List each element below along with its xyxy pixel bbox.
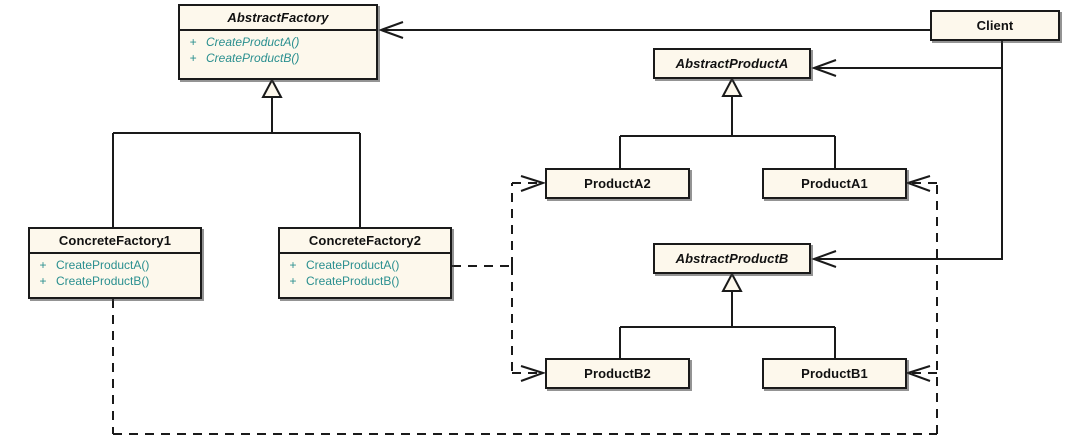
class-member: + CreateProductB() xyxy=(180,50,376,66)
class-member: + CreateProductA() xyxy=(280,257,450,273)
dependency-concretefactory2-products xyxy=(452,182,541,374)
association-client-abstractfactory xyxy=(378,21,930,39)
member-signature: CreateProductB() xyxy=(206,51,300,65)
member-signature: CreateProductA() xyxy=(206,35,300,49)
class-box-product-b1[interactable]: ProductB1 xyxy=(762,358,907,389)
member-visibility: + xyxy=(189,35,197,49)
class-box-concrete-factory-2[interactable]: ConcreteFactory2 + CreateProductA() + Cr… xyxy=(278,227,452,299)
class-box-product-a1[interactable]: ProductA1 xyxy=(762,168,907,199)
member-visibility: + xyxy=(289,258,297,272)
dependency-arrowheads-concretefactory1 xyxy=(904,175,931,382)
class-title-abstract-product-b: AbstractProductB xyxy=(675,251,789,266)
class-title-client: Client xyxy=(976,18,1014,33)
association-client-abstractproducta xyxy=(811,41,1003,77)
class-box-abstract-product-a[interactable]: AbstractProductA xyxy=(653,48,811,79)
generalization-productb-abstractproductb xyxy=(619,271,836,358)
class-members-abstract-factory: + CreateProductA() + CreateProductB() xyxy=(180,31,376,70)
member-signature: CreateProductA() xyxy=(56,258,150,272)
class-member: + CreateProductA() xyxy=(180,34,376,50)
class-box-concrete-factory-1[interactable]: ConcreteFactory1 + CreateProductA() + Cr… xyxy=(28,227,202,299)
association-client-abstractproductb xyxy=(811,41,1003,268)
class-title-product-a1: ProductA1 xyxy=(801,176,868,191)
class-title-concrete-factory-1: ConcreteFactory1 xyxy=(58,233,172,248)
member-signature: CreateProductB() xyxy=(56,274,150,288)
member-visibility: + xyxy=(189,51,197,65)
class-members-concrete-factory-2: + CreateProductA() + CreateProductB() xyxy=(280,254,450,293)
member-signature: CreateProductA() xyxy=(306,258,400,272)
class-divider xyxy=(180,29,376,31)
class-title-abstract-factory: AbstractFactory xyxy=(227,10,329,25)
class-members-concrete-factory-1: + CreateProductA() + CreateProductB() xyxy=(30,254,200,293)
class-title-abstract-product-a: AbstractProductA xyxy=(675,56,789,71)
class-title-concrete-factory-2: ConcreteFactory2 xyxy=(308,233,422,248)
member-visibility: + xyxy=(39,258,47,272)
member-visibility: + xyxy=(39,274,47,288)
dependency-concretefactory1-products xyxy=(112,182,938,435)
class-divider xyxy=(30,252,200,254)
class-box-product-a2[interactable]: ProductA2 xyxy=(545,168,690,199)
class-divider xyxy=(280,252,450,254)
class-member: + CreateProductB() xyxy=(280,273,450,289)
class-member: + CreateProductB() xyxy=(30,273,200,289)
class-box-abstract-factory[interactable]: AbstractFactory + CreateProductA() + Cre… xyxy=(178,4,378,80)
class-title-product-a2: ProductA2 xyxy=(584,176,651,191)
class-member: + CreateProductA() xyxy=(30,257,200,273)
generalization-producta-abstractproducta xyxy=(619,76,836,168)
generalization-concretefactories-abstractfactory xyxy=(112,77,361,227)
class-title-product-b1: ProductB1 xyxy=(801,366,868,381)
class-title-product-b2: ProductB2 xyxy=(584,366,651,381)
class-box-product-b2[interactable]: ProductB2 xyxy=(545,358,690,389)
member-signature: CreateProductB() xyxy=(306,274,400,288)
member-visibility: + xyxy=(289,274,297,288)
class-box-abstract-product-b[interactable]: AbstractProductB xyxy=(653,243,811,274)
class-box-client[interactable]: Client xyxy=(930,10,1060,41)
dependency-arrowheads-concretefactory2 xyxy=(520,175,547,382)
